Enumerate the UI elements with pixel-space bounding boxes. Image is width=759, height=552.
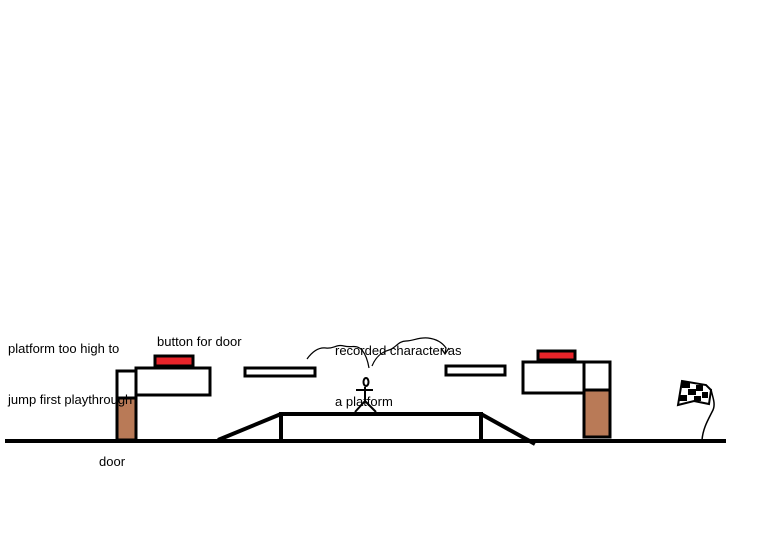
stick-figure-icon — [354, 377, 377, 413]
floating-platform-left — [243, 366, 317, 378]
annotation-button-for-door: button for door — [157, 334, 242, 349]
right-ramp — [480, 412, 536, 446]
right-door-button[interactable] — [536, 349, 577, 362]
central-ramp-platform — [217, 412, 536, 446]
annotation-line-1: recorded character as — [335, 343, 462, 358]
annotation-line-1: platform too high to — [8, 341, 120, 356]
left-ramp — [217, 412, 282, 442]
left-high-platform — [134, 366, 212, 397]
right-door-structure — [582, 360, 612, 439]
right-high-platform — [521, 360, 586, 395]
left-door-structure — [115, 369, 138, 442]
annotation-arrow-left — [306, 344, 370, 369]
annotation-platform-too-high: platform too high to jump first playthro… — [8, 306, 132, 442]
annotation-recorded-character: recorded character as a platform — [335, 308, 461, 444]
floating-platform-right — [444, 364, 507, 377]
flag-pole — [701, 388, 715, 441]
annotation-line-2: a platform — [335, 394, 393, 409]
left-door — [115, 396, 138, 442]
annotation-line-2: jump first playthrough — [8, 392, 133, 407]
annotation-door: door — [99, 454, 126, 469]
right-door — [582, 388, 612, 439]
central-platform — [279, 412, 483, 443]
checkered-flag-icon — [676, 379, 715, 441]
annotation-arrow-right — [371, 337, 447, 367]
left-door-button[interactable] — [153, 354, 195, 368]
right-door-frame-top — [582, 360, 612, 392]
annotation-arrowhead — [440, 347, 450, 356]
